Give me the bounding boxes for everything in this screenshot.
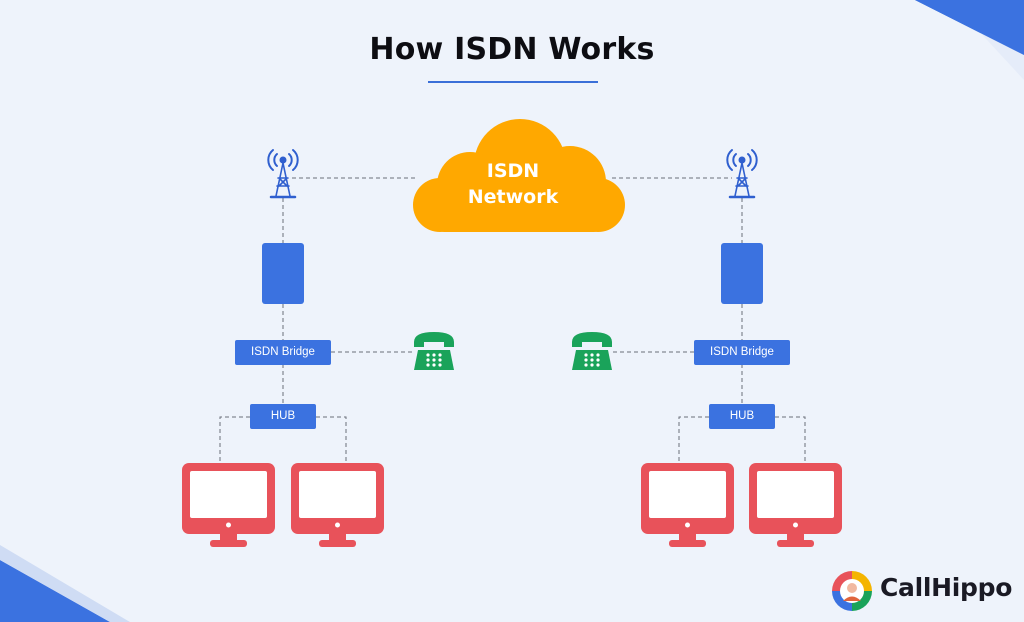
computer-monitor-icon (182, 463, 275, 547)
computer-monitor-icon (749, 463, 842, 547)
isdn-network-cloud (413, 119, 625, 232)
terminal-device-right (721, 243, 763, 304)
link-left-hub-monitor-1 (219, 416, 250, 463)
radio-tower-icon (267, 149, 299, 199)
link-right-hub-monitor-1 (678, 416, 709, 463)
hub-right: HUB (709, 404, 775, 429)
link-left-hub-monitor-2 (316, 416, 347, 463)
hub-left: HUB (250, 404, 316, 429)
terminal-device-left (262, 243, 304, 304)
telephone-icon (414, 332, 454, 370)
radio-tower-icon (726, 149, 758, 199)
page-title: How ISDN Works (369, 32, 655, 67)
title-underline (428, 81, 598, 83)
cloud-label: ISDN Network (430, 158, 596, 210)
callhippo-logo (832, 571, 872, 611)
computer-monitor-icon (641, 463, 734, 547)
corner-decoration-bottom-left-shade (0, 545, 130, 622)
brand-name: CallHippo (880, 573, 1013, 602)
connection-lines (219, 177, 806, 463)
cloud-label-line-2: Network (467, 186, 559, 208)
computer-monitor-icon (291, 463, 384, 547)
isdn-bridge-right: ISDN Bridge (694, 340, 790, 365)
cloud-label-line-1: ISDN (486, 160, 540, 182)
link-right-hub-monitor-2 (775, 416, 806, 463)
telephone-icon (572, 332, 612, 370)
isdn-bridge-left: ISDN Bridge (235, 340, 331, 365)
